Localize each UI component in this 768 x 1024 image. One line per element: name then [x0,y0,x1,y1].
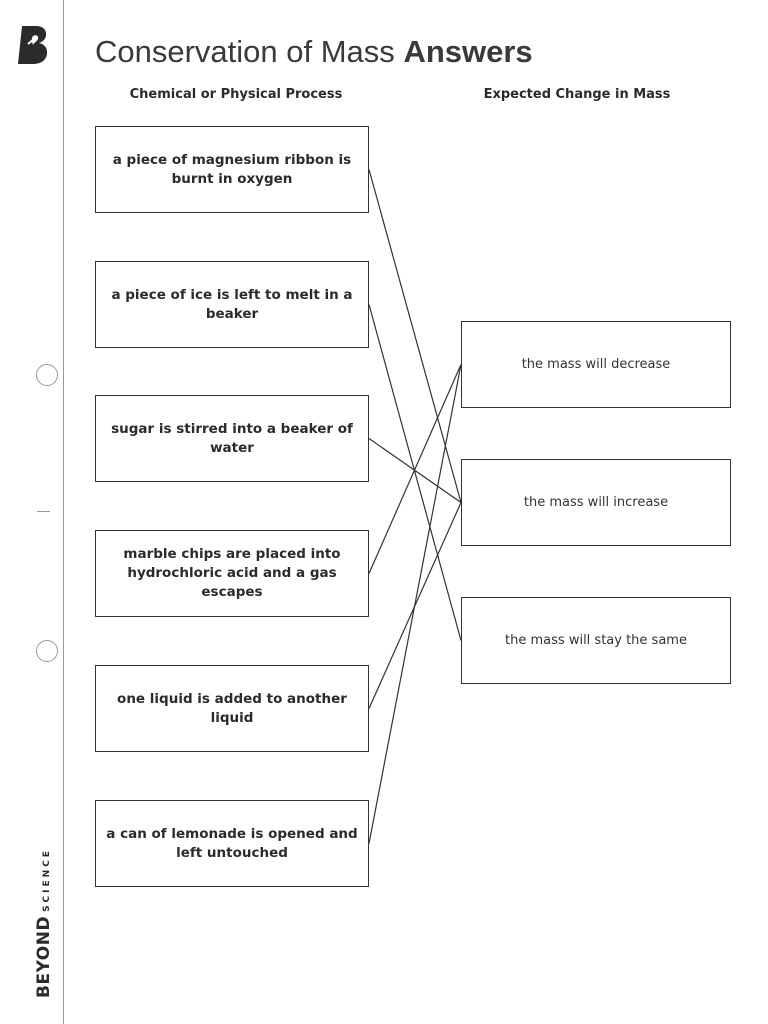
process-box[interactable]: sugar is stirred into a beaker of water [95,395,369,482]
match-line [368,438,462,503]
process-label: a can of lemonade is opened and left unt… [106,825,358,861]
change-label: the mass will decrease [521,357,671,372]
page-title: Conservation of Mass Answers [95,34,533,70]
change-label: the mass will increase [523,495,669,510]
title-prefix: Conservation of Mass [95,34,395,69]
match-line [368,169,462,503]
process-label: a piece of magnesium ribbon is burnt in … [112,151,352,187]
process-box[interactable]: a piece of ice is left to melt in a beak… [95,261,369,348]
title-emphasis: Answers [403,34,533,69]
fold-mark [37,511,50,512]
punch-hole-icon [36,364,58,386]
change-label: the mass will stay the same [505,633,687,648]
change-box[interactable]: the mass will stay the same [461,597,731,684]
column-header-change: Expected Change in Mass [483,87,671,102]
process-box[interactable]: a can of lemonade is opened and left unt… [95,800,369,887]
process-box[interactable]: a piece of magnesium ribbon is burnt in … [95,126,369,213]
margin-rule [63,0,64,1024]
process-box[interactable]: one liquid is added to another liquid [95,665,369,752]
column-header-process: Chemical or Physical Process [129,87,343,102]
change-box[interactable]: the mass will decrease [461,321,731,408]
match-line [368,364,462,574]
beyond-logo-icon [18,26,48,64]
match-line [368,364,462,844]
process-label: marble chips are placed into hydrochlori… [123,546,341,600]
process-label: one liquid is added to another liquid [117,690,347,726]
process-label: a piece of ice is left to melt in a beak… [111,286,353,322]
match-line [368,304,462,641]
process-box[interactable]: marble chips are placed into hydrochlori… [95,530,369,617]
punch-hole-icon [36,640,58,662]
change-box[interactable]: the mass will increase [461,459,731,546]
process-label: sugar is stirred into a beaker of water [111,420,353,456]
